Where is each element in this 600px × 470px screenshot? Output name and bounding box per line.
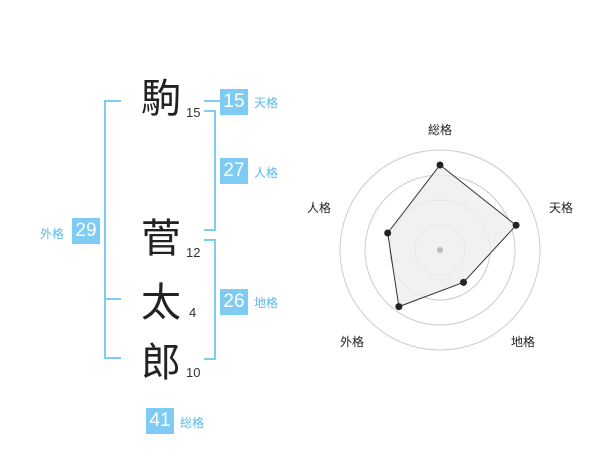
- gaikaku-bracket-vertical: [104, 100, 106, 359]
- gaikaku-bracket-bottom: [104, 357, 121, 359]
- stroke-count-4: 10: [186, 365, 201, 380]
- radar-center-dot: [437, 247, 443, 253]
- stroke-count-3: 4: [189, 305, 197, 320]
- radar-point-1: [436, 161, 444, 169]
- radar-series-area: [387, 164, 517, 308]
- name-char-3: 太: [141, 280, 181, 326]
- radar-point-5: [384, 229, 392, 237]
- name-char-2: 菅: [141, 216, 181, 262]
- tenkaku-value: 15: [220, 89, 248, 115]
- chikaku-label: 地格: [254, 296, 279, 310]
- jinkaku-label: 人格: [254, 166, 279, 180]
- gaikaku-bracket-mid: [104, 298, 121, 300]
- radar-axis-label-jinkaku: 人格: [307, 201, 332, 215]
- radar-point-2: [512, 221, 520, 229]
- radar-axis-label-soukaku: 総格: [428, 123, 453, 137]
- stroke-count-2: 12: [186, 245, 201, 260]
- tenkaku-label: 天格: [254, 96, 279, 110]
- stroke-count-1: 15: [186, 105, 201, 120]
- gaikaku-label: 外格: [40, 227, 65, 241]
- radar-axis-label-tenkaku: 天格: [549, 201, 574, 215]
- name-char-4: 郎: [141, 340, 181, 386]
- radar-axis-label-chikaku: 地格: [511, 335, 536, 349]
- radar-point-4: [395, 303, 403, 311]
- chikaku-bracket-top: [204, 239, 216, 241]
- chikaku-bracket-vertical: [214, 239, 216, 360]
- radar-point-3: [460, 278, 468, 286]
- jinkaku-bracket-top: [204, 110, 216, 112]
- name-char-1: 駒: [141, 76, 181, 122]
- radar-grid-ring: [339, 149, 541, 351]
- jinkaku-value: 27: [220, 158, 248, 184]
- soukaku-value: 41: [146, 408, 174, 434]
- soukaku-label: 総格: [180, 416, 205, 430]
- chikaku-value: 26: [220, 289, 248, 315]
- gaikaku-bracket-top: [104, 100, 121, 102]
- radar-axis-label-gaikaku: 外格: [340, 335, 365, 349]
- gaikaku-value: 29: [72, 218, 100, 244]
- jinkaku-bracket-vertical: [214, 110, 216, 231]
- tenkaku-connector: [204, 100, 220, 102]
- jinkaku-bracket-bottom: [204, 229, 216, 231]
- chikaku-bracket-bottom: [204, 358, 216, 360]
